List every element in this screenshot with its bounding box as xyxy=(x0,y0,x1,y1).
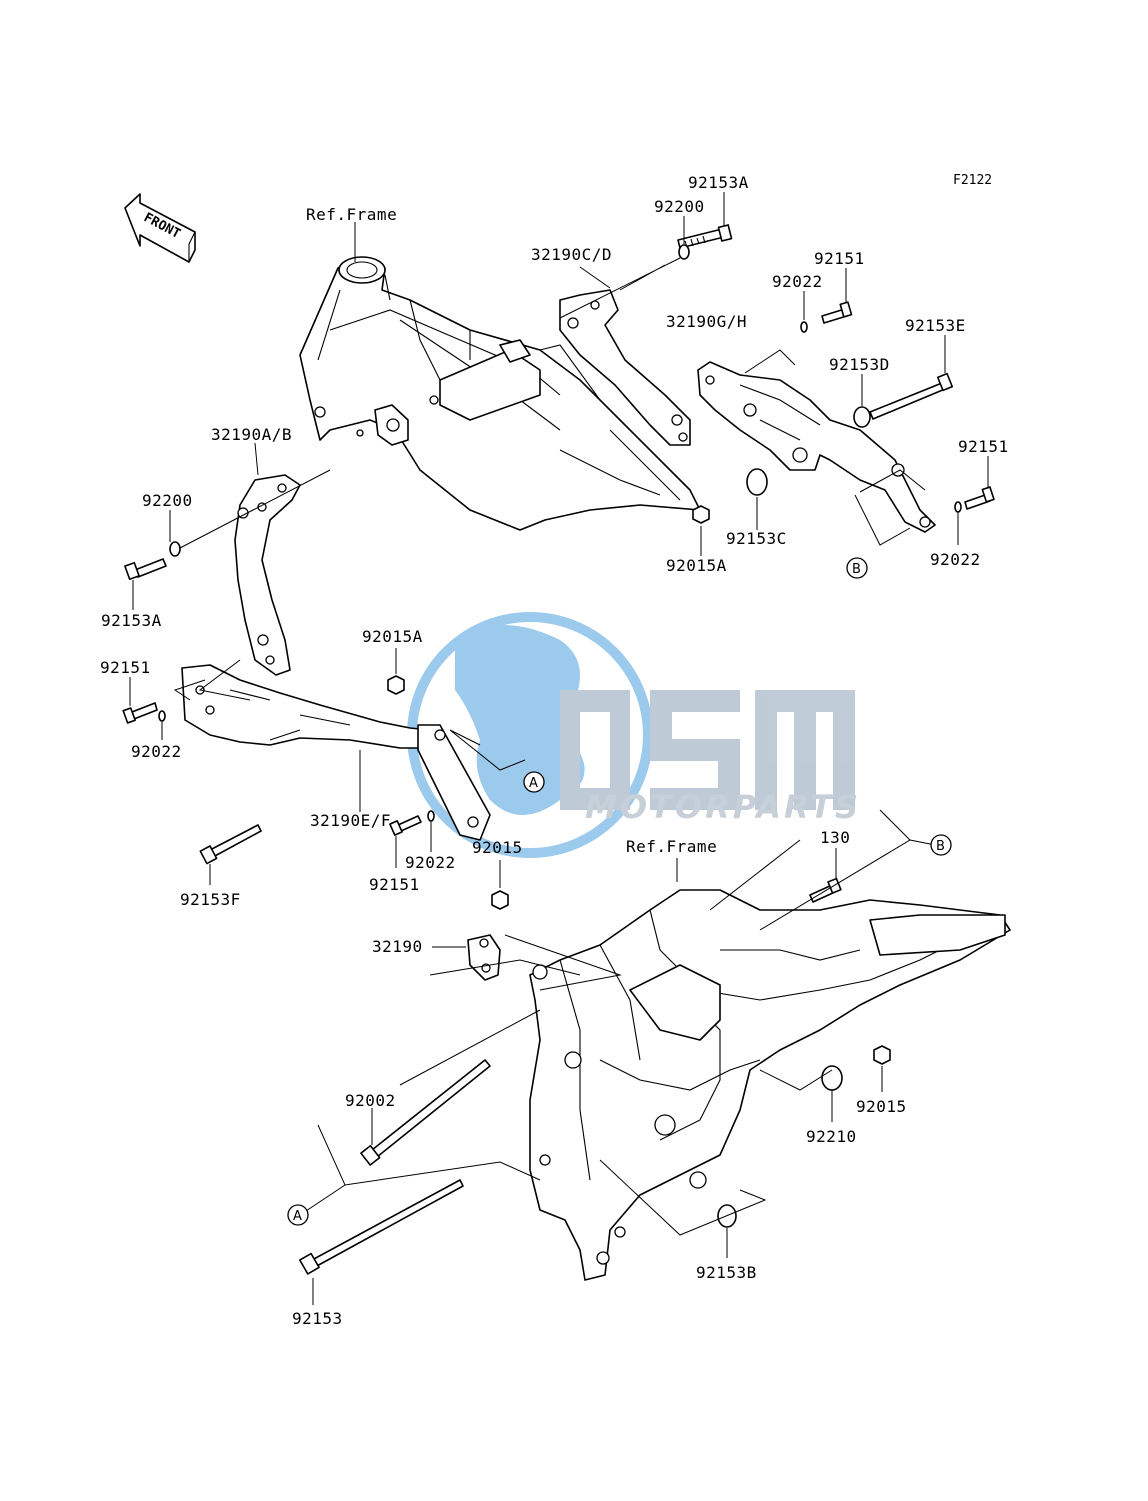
watermark-continent-shape xyxy=(455,625,585,815)
label-92153: 92153 xyxy=(292,1309,343,1328)
collar-92210 xyxy=(821,1065,843,1091)
bolt-92153A-top xyxy=(677,224,733,249)
label-92015A-mid: 92015A xyxy=(362,627,423,646)
label-92022-left: 92022 xyxy=(131,742,182,761)
bolt-92153A-left xyxy=(124,558,167,581)
label-32190CD: 32190C/D xyxy=(531,245,612,264)
bolt-92153E xyxy=(869,372,954,420)
bolt-92151-right xyxy=(964,486,995,510)
washer-92022-mid xyxy=(427,810,435,822)
label-32190GH: 32190G/H xyxy=(666,312,747,331)
part-labels: 92153A 92200 32190C/D 92151 92022 32190G… xyxy=(100,173,1009,1328)
watermark-subtext: MOTORPARTS xyxy=(585,788,861,826)
watermark-letter-M xyxy=(755,690,855,810)
callout-A-upper-text: A xyxy=(529,776,538,791)
label-32190AB: 32190A/B xyxy=(211,425,292,444)
washer-92022-right xyxy=(954,501,962,513)
label-92015-right: 92015 xyxy=(856,1097,907,1116)
bolt-92002 xyxy=(360,1059,491,1166)
label-92022-right: 92022 xyxy=(930,550,981,569)
label-92153B: 92153B xyxy=(696,1263,757,1282)
label-92022-mid: 92022 xyxy=(405,853,456,872)
label-92153E: 92153E xyxy=(905,316,966,335)
label-92151-right: 92151 xyxy=(958,437,1009,456)
callout-A-lower-text: A xyxy=(293,1209,302,1224)
figure-code: F2122 xyxy=(953,173,992,188)
bracket-32190CD xyxy=(559,289,691,446)
label-92153C: 92153C xyxy=(726,529,787,548)
callout-A-lower: A xyxy=(287,1204,309,1226)
bracket-32190GH xyxy=(697,361,936,533)
label-92002: 92002 xyxy=(345,1091,396,1110)
leader-lines xyxy=(129,192,989,1305)
label-130: 130 xyxy=(820,828,850,847)
washer-92022-left xyxy=(158,710,166,722)
label-92153F: 92153F xyxy=(180,890,241,909)
nut-92015-right xyxy=(873,1045,891,1065)
ref-frame-label-upper: Ref.Frame xyxy=(306,205,397,224)
label-92151-left: 92151 xyxy=(100,658,151,677)
label-92015A-right: 92015A xyxy=(666,556,727,575)
label-92015-mid: 92015 xyxy=(472,838,523,857)
upper-frame xyxy=(299,256,701,531)
label-92151-top: 92151 xyxy=(814,249,865,268)
label-32190EF: 32190E/F xyxy=(310,811,391,830)
bolt-92151-left xyxy=(122,702,158,724)
bracket-32190AB xyxy=(234,474,301,676)
watermark-logo: MOTORPARTS xyxy=(407,612,861,858)
callout-A-upper: A xyxy=(523,771,545,793)
callout-B-upper: B xyxy=(846,557,868,579)
label-92200-left: 92200 xyxy=(142,491,193,510)
bolt-92153F xyxy=(199,824,262,865)
bolt-92153 xyxy=(299,1179,464,1275)
watermark-letter-O xyxy=(560,690,630,810)
label-92200-top: 92200 xyxy=(654,197,705,216)
bracket-32190 xyxy=(467,934,501,981)
callout-B-lower: B xyxy=(930,834,952,856)
nut-92015A-mid xyxy=(387,675,405,695)
nut-92015-mid xyxy=(491,890,509,910)
watermark-letter-S xyxy=(650,690,740,810)
bolt-92151-top xyxy=(821,301,853,324)
callout-B-upper-text: B xyxy=(852,562,861,577)
nut-92015A-right xyxy=(692,505,710,524)
washer-92200-top xyxy=(678,244,690,260)
ref-frame-label-lower: Ref.Frame xyxy=(626,837,717,856)
label-92210: 92210 xyxy=(806,1127,857,1146)
lower-frame xyxy=(529,889,1011,1281)
label-92151-mid: 92151 xyxy=(369,875,420,894)
front-direction-arrow: FRONT xyxy=(124,193,196,263)
washer-92200-left xyxy=(169,541,181,557)
label-92153D: 92153D xyxy=(829,355,890,374)
collar-92153C xyxy=(746,468,768,496)
label-92022-top: 92022 xyxy=(772,272,823,291)
label-32190: 32190 xyxy=(372,937,423,956)
callout-B-lower-text: B xyxy=(936,839,945,854)
label-92153A-left: 92153A xyxy=(101,611,162,630)
washer-92022-top xyxy=(800,321,808,333)
label-92153A-top: 92153A xyxy=(688,173,749,192)
collar-92153D xyxy=(853,406,871,428)
bolt-92151-mid xyxy=(389,815,422,836)
